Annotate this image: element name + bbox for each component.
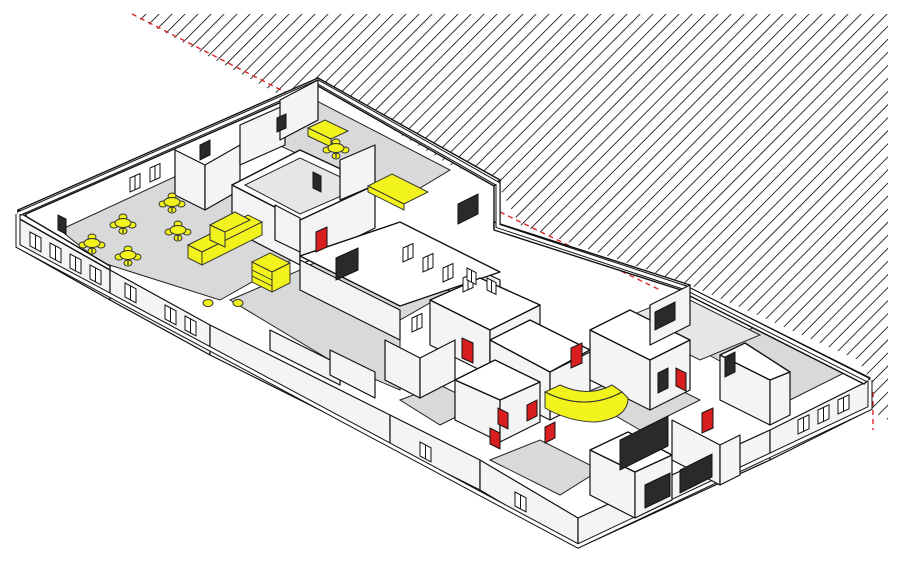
door-red <box>497 407 509 430</box>
hatch-line <box>795 14 888 420</box>
door-double <box>457 193 479 225</box>
door-red <box>701 407 714 434</box>
door-dark <box>312 171 322 193</box>
bed-side <box>367 185 405 211</box>
hatch-line <box>600 14 888 420</box>
hatch-line <box>457 14 888 420</box>
hatch-line <box>509 14 888 420</box>
door-dark <box>657 367 669 394</box>
hatch-line <box>470 14 888 420</box>
hatch-line <box>574 14 888 420</box>
shelf-side <box>271 262 291 293</box>
interior-walls <box>174 79 791 519</box>
hatch-line <box>873 14 888 420</box>
hatch-line <box>483 14 888 420</box>
door-red <box>489 427 501 450</box>
table <box>327 143 345 153</box>
furniture <box>186 119 629 423</box>
entrance-door <box>679 453 713 494</box>
door-red <box>675 367 687 392</box>
hatch-line <box>405 14 888 420</box>
counter-front <box>209 224 226 248</box>
door-red <box>315 226 328 253</box>
table <box>114 218 132 228</box>
table <box>119 250 137 260</box>
door-double <box>335 247 359 281</box>
door-red <box>544 421 556 444</box>
hatch-line <box>717 14 888 420</box>
hatch-line <box>496 14 888 420</box>
door-double <box>654 301 676 331</box>
door-dark <box>724 351 736 378</box>
hatch-line <box>522 14 888 420</box>
tables-and-chairs <box>78 138 350 307</box>
counter-side <box>201 221 263 266</box>
hatch-line <box>548 14 888 420</box>
hatch-line <box>587 14 888 420</box>
stool <box>232 299 244 307</box>
table <box>83 238 101 248</box>
reception-desk-top <box>543 384 623 403</box>
hatch-line <box>821 14 888 420</box>
door-dark <box>276 113 287 133</box>
stool <box>202 299 214 307</box>
entrance-door <box>644 472 671 509</box>
door-red <box>526 399 538 422</box>
door-dark <box>57 214 67 235</box>
hatch-line <box>743 14 888 420</box>
door-red <box>570 342 583 369</box>
hatch-line <box>886 14 888 420</box>
windows <box>29 162 850 513</box>
door-dark <box>199 139 211 161</box>
hatch-line <box>561 14 888 420</box>
entrance-door <box>619 415 669 471</box>
table <box>169 225 187 235</box>
hatch-line <box>418 14 888 420</box>
doors <box>57 113 736 509</box>
property-boundary <box>131 13 874 430</box>
hatch-line <box>444 14 888 420</box>
hatch-line <box>535 14 888 420</box>
door-red <box>461 337 474 364</box>
table <box>163 197 181 207</box>
hatch-line <box>431 14 888 420</box>
